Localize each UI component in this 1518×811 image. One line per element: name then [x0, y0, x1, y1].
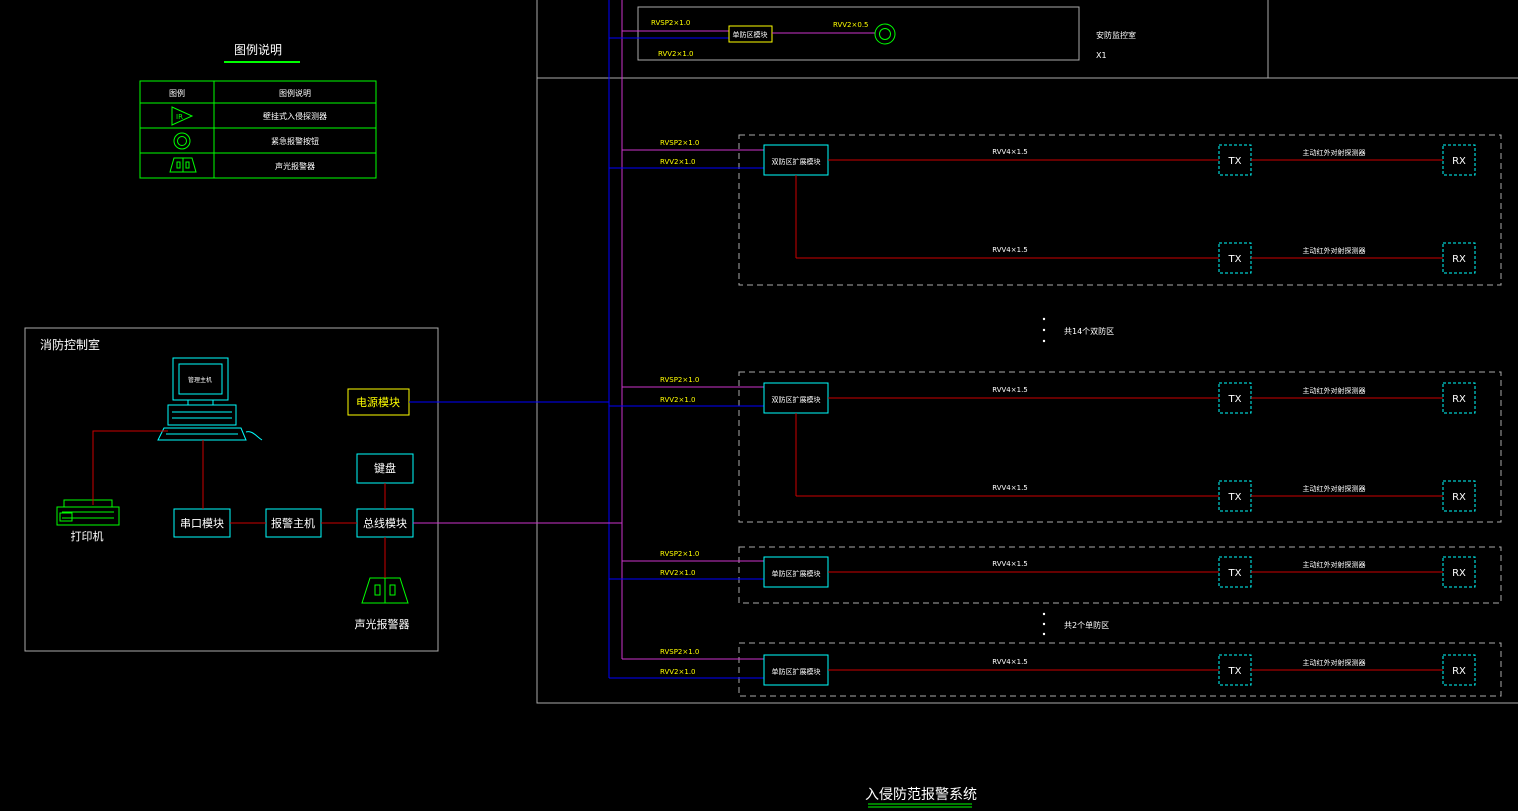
top-room-name: 安防监控室: [1096, 30, 1136, 40]
rx-box: [1442, 382, 1476, 414]
tx-label: TX: [1228, 568, 1242, 579]
strobe-siren-label: 声光报警器: [355, 617, 410, 631]
emergency-button-icon: [173, 132, 191, 150]
computer-icon: [157, 357, 263, 441]
tx-label: TX: [1228, 394, 1242, 405]
legend-table: [139, 80, 377, 179]
outer-frames: [536, 0, 1518, 704]
top-frame: [536, 0, 1269, 79]
printer-label: 打印机: [71, 529, 104, 543]
rx-label: RX: [1452, 156, 1466, 167]
zone-signal-cable: RVV4×1.5: [992, 148, 1028, 156]
zone-signal-cable: RVV4×1.5: [992, 658, 1028, 666]
legend-title: 图例说明: [234, 42, 282, 57]
rx-box: [1442, 144, 1476, 176]
alarm-host-label: 报警主机: [271, 516, 315, 530]
expansion-module-label: 单防区扩展模块: [772, 667, 821, 676]
emergency-button-device-icon: [874, 23, 896, 45]
feeder-cable-rvsp: RVSP2×1.0: [660, 139, 699, 147]
zone-group-frame: [738, 371, 1502, 523]
trunk-lines: [409, 0, 623, 678]
expansion-module-label: 单防区扩展模块: [772, 569, 821, 578]
ellipsis-dual: [1042, 317, 1046, 343]
strobe-siren-device-icon: [361, 577, 409, 604]
rx-label: RX: [1452, 254, 1466, 265]
top-cable-rvv: RVV2×1.0: [658, 50, 694, 58]
beam-label: 主动红外对射探测器: [1303, 560, 1366, 569]
bus-module-label: 总线模块: [363, 516, 407, 530]
control-room: 消防控制室 管理主机 打印机 电源模块 键盘 串口模块: [24, 327, 439, 652]
rx-box: [1442, 480, 1476, 512]
top-room-frame: [637, 6, 1080, 61]
beam-label: 主动红外对射探测器: [1303, 658, 1366, 667]
feeder-cable-rvsp: RVSP2×1.0: [660, 376, 699, 384]
tx-label: TX: [1228, 492, 1242, 503]
rx-label: RX: [1452, 394, 1466, 405]
note-single-zones: 共2个单防区: [1064, 620, 1109, 630]
top-room: RVSP2×1.0 RVV2×1.0 单防区模块 RVV2×0.5 安防监控室 …: [609, 6, 1136, 61]
printer-icon: [56, 499, 120, 526]
monitor-label: 管理主机: [188, 376, 212, 384]
control-room-frame: [24, 327, 439, 652]
rx-label: RX: [1452, 568, 1466, 579]
legend: 图例说明 图例 图例说明 IR 壁挂式入侵探测器 紧急报警按钮: [139, 42, 377, 179]
svg-text:IR: IR: [176, 113, 183, 121]
diagram-title: 入侵防范报警系统: [865, 786, 977, 803]
top-room-code: X1: [1096, 51, 1107, 60]
zone-signal-cable: RVV4×1.5: [992, 246, 1028, 254]
strobe-siren-icon: [169, 157, 197, 173]
top-single-module-box: [728, 25, 773, 43]
tx-label: TX: [1228, 254, 1242, 265]
legend-header-symbol: 图例: [169, 88, 185, 98]
zone-group-frame: [738, 546, 1502, 604]
rx-box: [1442, 556, 1476, 588]
control-room-wiring: [92, 430, 386, 578]
main-frame: [536, 78, 1518, 704]
zone-signal-cable: RVV4×1.5: [992, 386, 1028, 394]
tx-label: TX: [1228, 156, 1242, 167]
serial-module-label: 串口模块: [180, 517, 224, 530]
beam-label: 主动红外对射探测器: [1303, 386, 1366, 395]
rx-label: RX: [1452, 666, 1466, 677]
power-module-label: 电源模块: [356, 395, 400, 409]
beam-label: 主动红外对射探测器: [1303, 148, 1366, 157]
beam-label: 主动红外对射探测器: [1303, 484, 1366, 493]
ellipsis-single: [1042, 612, 1046, 636]
feeder-cable-rvsp: RVSP2×1.0: [660, 550, 699, 558]
ir-detector-icon: IR: [171, 106, 194, 126]
control-room-title: 消防控制室: [40, 337, 100, 352]
zone-group-frame: [738, 134, 1502, 286]
rx-label: RX: [1452, 492, 1466, 503]
note-dual-zones: 共14个双防区: [1064, 326, 1114, 336]
feeder-cable-rvv: RVV2×1.0: [660, 668, 696, 676]
beam-label: 主动红外对射探测器: [1303, 246, 1366, 255]
feeder-cable-rvv: RVV2×1.0: [660, 158, 696, 166]
expansion-module-label: 双防区扩展模块: [772, 157, 821, 166]
rx-box: [1442, 242, 1476, 274]
legend-row-button-desc: 紧急报警按钮: [271, 136, 319, 146]
legend-row-siren-desc: 声光报警器: [275, 161, 315, 171]
legend-row-ir-desc: 壁挂式入侵探测器: [263, 111, 327, 121]
rx-box: [1442, 654, 1476, 686]
tx-label: TX: [1228, 666, 1242, 677]
top-cable-rvsp: RVSP2×1.0: [651, 19, 690, 27]
legend-header-desc: 图例说明: [279, 88, 311, 98]
feeder-cable-rvsp: RVSP2×1.0: [660, 648, 699, 656]
feeder-cable-rvv: RVV2×1.0: [660, 396, 696, 404]
keyboard-label: 键盘: [374, 461, 396, 475]
zone-signal-cable: RVV4×1.5: [992, 560, 1028, 568]
zone-group-frame: [738, 642, 1502, 697]
expansion-module-label: 双防区扩展模块: [772, 395, 821, 404]
top-button-cable: RVV2×0.5: [833, 21, 869, 29]
top-single-module-label: 单防区模块: [733, 30, 768, 39]
zone-signal-cable: RVV4×1.5: [992, 484, 1028, 492]
feeder-cable-rvv: RVV2×1.0: [660, 569, 696, 577]
